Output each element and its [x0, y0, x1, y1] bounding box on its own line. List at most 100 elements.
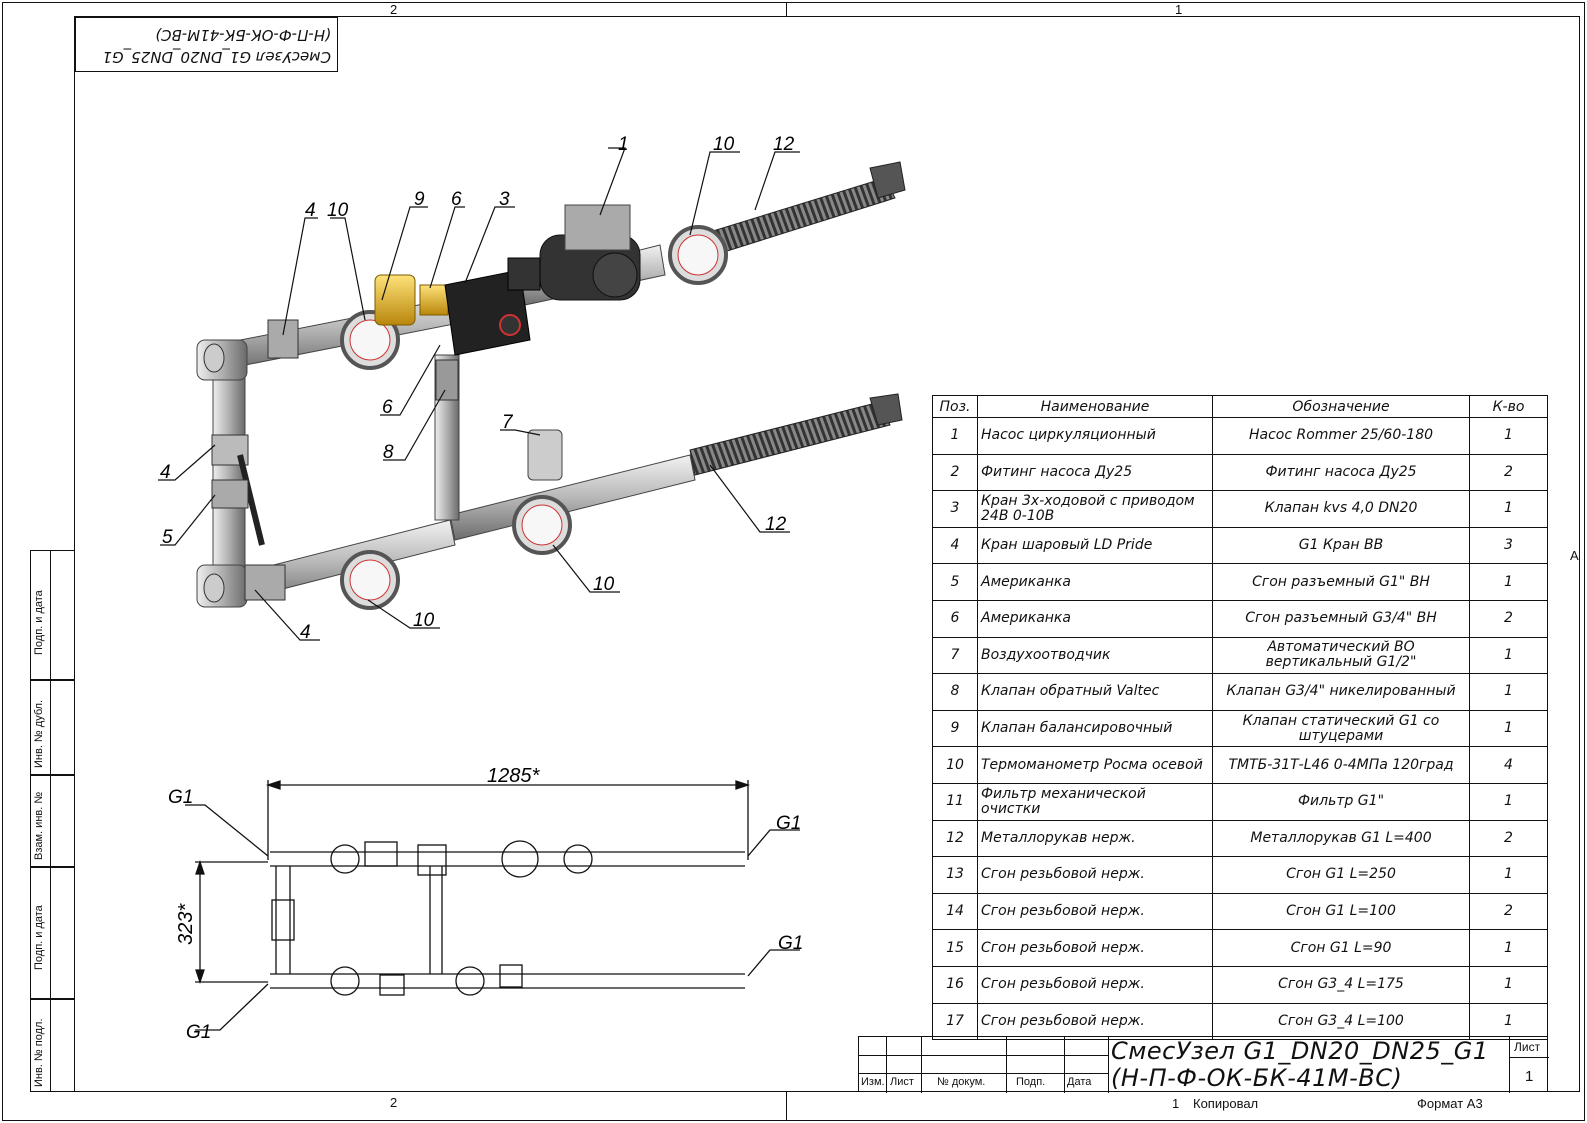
balancing-valve	[374, 274, 416, 326]
tb-title-line1: СмесУзел G1_DN20_DN25_G1	[1111, 1037, 1489, 1065]
drawing-frame	[74, 16, 1580, 1092]
callout-9: 9	[414, 189, 425, 210]
bom-name: Кран шаровый LD Pride	[977, 526, 1213, 565]
bom-pos: 16	[932, 965, 978, 1004]
bom-qty: 2	[1469, 892, 1548, 931]
tb-grid	[859, 1037, 1109, 1093]
bom-name: Фильтр механической очистки	[977, 782, 1213, 821]
tb-col-izm: Изм.	[861, 1076, 885, 1088]
callout-6-top: 6	[451, 189, 462, 210]
bom-qty: 1	[1469, 673, 1548, 711]
bom-name: Сгон резьбовой нерж.	[977, 892, 1213, 931]
pump-box	[564, 204, 631, 251]
tb-sheet-hline	[1509, 1057, 1549, 1058]
air-vent	[527, 429, 563, 481]
callout-4-bottom: 4	[300, 622, 311, 643]
g1-top-left: G1	[168, 787, 193, 808]
side-label-3: Взам. инв. №	[33, 791, 45, 860]
bom-code: Сгон разъемный G3/4" ВН	[1212, 599, 1470, 638]
leader-lines	[158, 147, 800, 641]
bom-code: Насос Rommer 25/60-180	[1212, 417, 1470, 455]
callout-1: 1	[618, 134, 629, 155]
bom-header-qty: К-во	[1469, 395, 1548, 418]
bom-header-pos: Поз.	[932, 395, 978, 418]
bom-qty: 1	[1469, 636, 1548, 675]
bom-code: Сгон G3_4 L=175	[1212, 965, 1470, 1004]
bom-pos: 15	[932, 929, 978, 967]
footer-sheet-index: 1	[1172, 1096, 1180, 1111]
footer-copied: Копировал	[1193, 1096, 1259, 1111]
check-valve	[435, 359, 459, 401]
bom-name: Сгон резьбовой нерж.	[977, 929, 1213, 967]
callout-4-top: 4	[305, 200, 316, 221]
callout-8: 8	[383, 442, 394, 463]
ball-valve-bottom	[244, 564, 286, 601]
plan-view-drawing: 1285* 323* G1 G1 G1 G1	[168, 765, 803, 1043]
brass-union	[419, 284, 449, 316]
left-vertical-pipe	[212, 369, 246, 581]
mirrored-stamp: СмесУзел G1_DN20_DN25_G1 (Н-П-Ф-ОК-БК-41…	[75, 17, 338, 72]
bom-header-row: Поз. Наименование Обозначение К-во	[932, 395, 1548, 418]
callout-12-top: 12	[773, 134, 795, 155]
bom-name: Сгон резьбовой нерж.	[977, 856, 1213, 894]
pump-fitting	[507, 257, 541, 291]
bom-qty: 1	[1469, 417, 1548, 455]
bom-name: Клапан обратный Valtec	[977, 673, 1213, 711]
callout-10-top-left: 10	[327, 200, 349, 221]
bom-pos: 3	[932, 490, 978, 528]
bom-qty: 1	[1469, 782, 1548, 821]
dim-width-value: 1285*	[487, 765, 540, 787]
tb-col-doc: № докум.	[937, 1076, 986, 1088]
bom-name: Сгон резьбовой нерж.	[977, 1002, 1213, 1041]
bom-name: Воздухоотводчик	[977, 636, 1213, 675]
bom-qty: 2	[1469, 819, 1548, 858]
bom-code: Автоматический ВО вертикальный G1/2"	[1212, 636, 1470, 675]
bom-code: Сгон разъемный G1" ВН	[1212, 563, 1470, 601]
bom-qty: 1	[1469, 1002, 1548, 1041]
zone-divider-top	[786, 2, 787, 16]
ball-valve-top	[267, 319, 299, 359]
bom-pos: 10	[932, 746, 978, 784]
bom-pos: 17	[932, 1002, 978, 1041]
zone-side: A	[1570, 548, 1579, 563]
side-cell-3	[30, 775, 74, 867]
bom-name: Американка	[977, 563, 1213, 601]
callout-7: 7	[502, 412, 514, 433]
side-label-2: Инв. № дубл.	[33, 699, 45, 768]
tb-title-line2: (Н-П-Ф-ОК-БК-41М-ВС)	[1111, 1064, 1403, 1092]
bom-code: G1 Кран ВВ	[1212, 526, 1470, 565]
bom-qty: 3	[1469, 526, 1548, 565]
bom-qty: 1	[1469, 965, 1548, 1004]
bom-pos: 12	[932, 819, 978, 858]
actuator-knob	[499, 314, 521, 336]
callout-10-top-right: 10	[713, 134, 735, 155]
bom-qty: 1	[1469, 709, 1548, 748]
side-label-5: Инв. № подл.	[33, 1018, 45, 1087]
bom-code: Сгон G1 L=100	[1212, 892, 1470, 931]
bom-code: Фильтр G1"	[1212, 782, 1470, 821]
g1-bottom-right: G1	[778, 933, 803, 954]
side-cell-1	[30, 550, 74, 680]
bom-pos: 6	[932, 599, 978, 638]
iso-assembly-drawing: 1 10 12 4 10 9 6 3 4 5 6 8 7 12 10 10 4	[158, 134, 906, 643]
dim-height-value: 323*	[175, 903, 197, 945]
side-label-1: Подп. и дата	[33, 590, 45, 655]
zone-divider-bottom	[786, 1092, 787, 1120]
bom-header-name: Наименование	[977, 395, 1213, 418]
callout-6-mid: 6	[382, 397, 393, 418]
bom-code: Клапан G3/4" никелированный	[1212, 673, 1470, 711]
bom-pos: 9	[932, 709, 978, 748]
bom-qty: 2	[1469, 453, 1548, 492]
